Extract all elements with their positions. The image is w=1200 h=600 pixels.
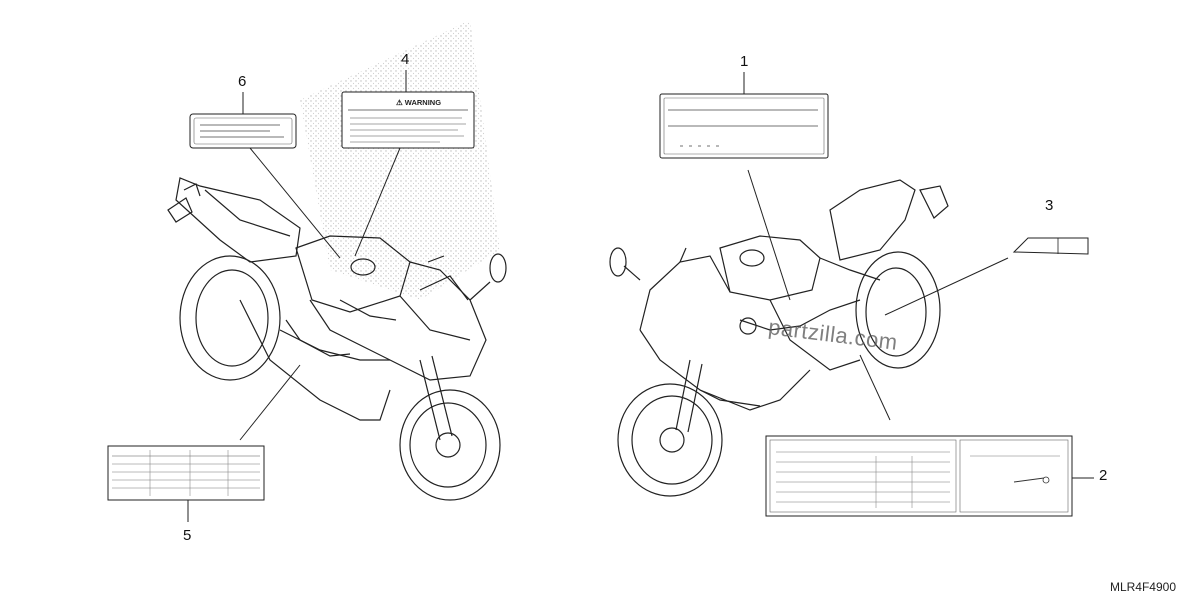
- label-item-4[interactable]: [341, 91, 475, 149]
- callout-2[interactable]: 2: [1099, 467, 1108, 484]
- right-motorcycle: [609, 179, 949, 497]
- label-item-1[interactable]: [659, 93, 829, 159]
- leader-lines: [187, 70, 1094, 522]
- callout-3[interactable]: 3: [1045, 197, 1054, 214]
- callout-4[interactable]: 4: [401, 51, 410, 68]
- warning-label-text: ⚠ WARNING: [396, 98, 442, 107]
- diagram-code: MLR4F4900: [1109, 580, 1176, 594]
- stipple-area: [300, 20, 500, 300]
- label-item-6[interactable]: [189, 113, 297, 149]
- left-motorcycle: [167, 177, 507, 501]
- callout-6[interactable]: 6: [238, 73, 247, 90]
- label-item-5[interactable]: [107, 445, 265, 501]
- label-item-3[interactable]: [1012, 237, 1089, 255]
- label-item-2[interactable]: [765, 435, 1073, 517]
- callout-1[interactable]: 1: [740, 53, 749, 70]
- callout-5[interactable]: 5: [183, 527, 192, 544]
